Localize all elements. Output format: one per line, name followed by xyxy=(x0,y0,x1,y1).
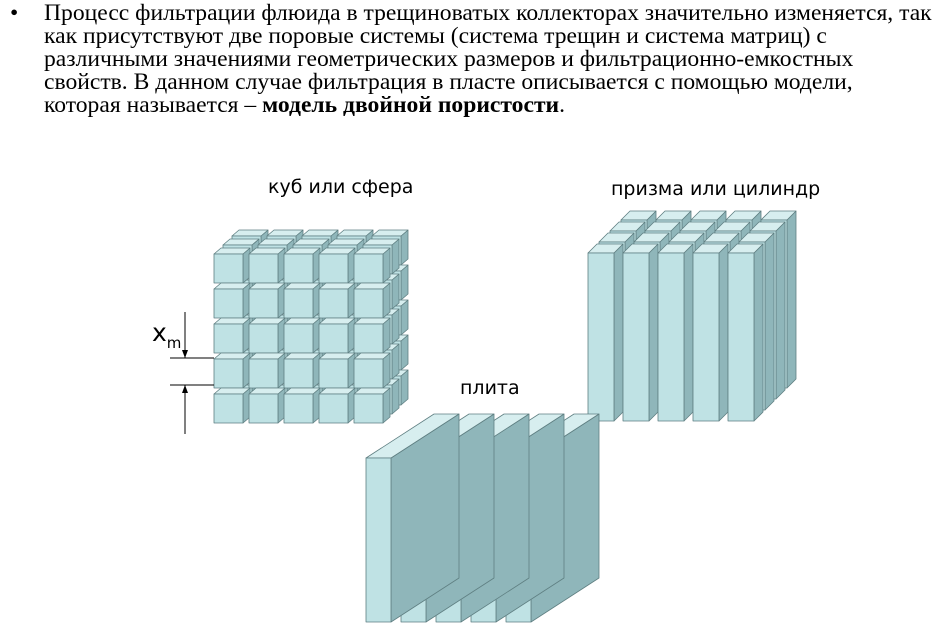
cube-block-front xyxy=(283,288,314,319)
label-xm-base: x xyxy=(152,318,167,347)
cube-block-front xyxy=(318,288,349,319)
cube-block-top xyxy=(266,229,304,237)
paragraph-body: Процесс фильтрации флюида в трещиноватых… xyxy=(44,0,932,118)
cube-block-top xyxy=(336,229,374,237)
paragraph-bold-term: модель двойной пористости xyxy=(262,92,560,118)
arrowhead-down xyxy=(182,350,188,358)
cube-block-top xyxy=(248,387,286,395)
prism-column-side xyxy=(786,210,797,389)
prism-column-side xyxy=(718,243,729,422)
cube-block-top xyxy=(353,247,391,255)
prism-column-front xyxy=(622,252,650,422)
prism-column-side xyxy=(775,221,786,400)
prism-column-side xyxy=(613,243,624,422)
cube-block-top xyxy=(213,352,251,360)
cube-block-top xyxy=(353,317,391,325)
prism-column-side xyxy=(764,232,775,411)
cube-block-front xyxy=(213,393,244,424)
cube-block-top xyxy=(248,317,286,325)
cube-block-top xyxy=(318,247,356,255)
cube-block-front xyxy=(283,253,314,284)
paragraph-text: Процесс фильтрации флюида в трещиноватых… xyxy=(44,0,934,118)
label-cube: куб или сфера xyxy=(268,176,414,198)
cube-block-front xyxy=(248,358,279,389)
cube-block-top xyxy=(318,317,356,325)
cube-block-top xyxy=(301,229,339,237)
cube-block-front xyxy=(248,288,279,319)
cube-block-top xyxy=(283,387,321,395)
cube-block-front xyxy=(283,393,314,424)
cube-block-front xyxy=(318,323,349,354)
cube-block-front xyxy=(353,393,384,424)
cube-block-top xyxy=(248,282,286,290)
cube-block-front xyxy=(213,323,244,354)
cube-block-top xyxy=(327,238,365,246)
prism-column-front xyxy=(692,252,720,422)
cube-model xyxy=(213,229,409,424)
prism-column-front xyxy=(657,252,685,422)
cube-block-top xyxy=(222,238,260,246)
cube-block-front xyxy=(353,358,384,389)
prism-column-front xyxy=(587,252,615,422)
cube-block-front xyxy=(213,358,244,389)
slab-model xyxy=(365,413,600,623)
cube-block-top xyxy=(353,282,391,290)
arrowhead-up xyxy=(182,385,188,393)
cube-block-front xyxy=(248,393,279,424)
cube-block-top xyxy=(353,387,391,395)
cube-block-top xyxy=(213,247,251,255)
prism-column-side xyxy=(648,243,659,422)
cube-block-front xyxy=(213,253,244,284)
cube-block-top xyxy=(283,282,321,290)
cube-block-top xyxy=(213,387,251,395)
cube-block-top xyxy=(283,352,321,360)
cube-block-top xyxy=(213,282,251,290)
cube-block-top xyxy=(292,238,330,246)
cube-block-front xyxy=(283,323,314,354)
cube-block-top xyxy=(213,317,251,325)
label-slab: плита xyxy=(460,377,520,399)
cube-block-top xyxy=(353,352,391,360)
bullet-marker: • xyxy=(10,0,19,26)
slab-plate-front xyxy=(365,457,392,623)
label-prism: призма или цилиндр xyxy=(611,178,821,200)
cube-block-top xyxy=(318,352,356,360)
prism-column-side xyxy=(683,243,694,422)
cube-block-front xyxy=(318,358,349,389)
cube-block-top xyxy=(318,387,356,395)
cube-block-top xyxy=(257,238,295,246)
cube-block-top xyxy=(231,229,269,237)
cube-block-top xyxy=(318,282,356,290)
prism-column-side xyxy=(753,243,764,422)
cube-block-top xyxy=(248,352,286,360)
prism-model xyxy=(587,210,797,422)
description-paragraph: • Процесс фильтрации флюида в трещиноват… xyxy=(4,0,934,118)
cube-block-front xyxy=(353,288,384,319)
cube-block-front xyxy=(213,288,244,319)
cube-block-front xyxy=(283,358,314,389)
cube-block-front xyxy=(248,253,279,284)
cube-block-top xyxy=(283,317,321,325)
cube-block-front xyxy=(353,253,384,284)
cube-block-front xyxy=(353,323,384,354)
cube-block-front xyxy=(318,253,349,284)
cube-block-top xyxy=(248,247,286,255)
xm-dimension-marker xyxy=(170,312,214,434)
cube-block-top xyxy=(283,247,321,255)
paragraph-end: . xyxy=(559,92,566,118)
label-xm: xm xyxy=(152,318,181,352)
prism-column-front xyxy=(727,252,755,422)
cube-block-top xyxy=(371,229,409,237)
label-xm-sub: m xyxy=(166,334,182,352)
cube-block-front xyxy=(318,393,349,424)
cube-block-front xyxy=(248,323,279,354)
cube-block-top xyxy=(362,238,400,246)
